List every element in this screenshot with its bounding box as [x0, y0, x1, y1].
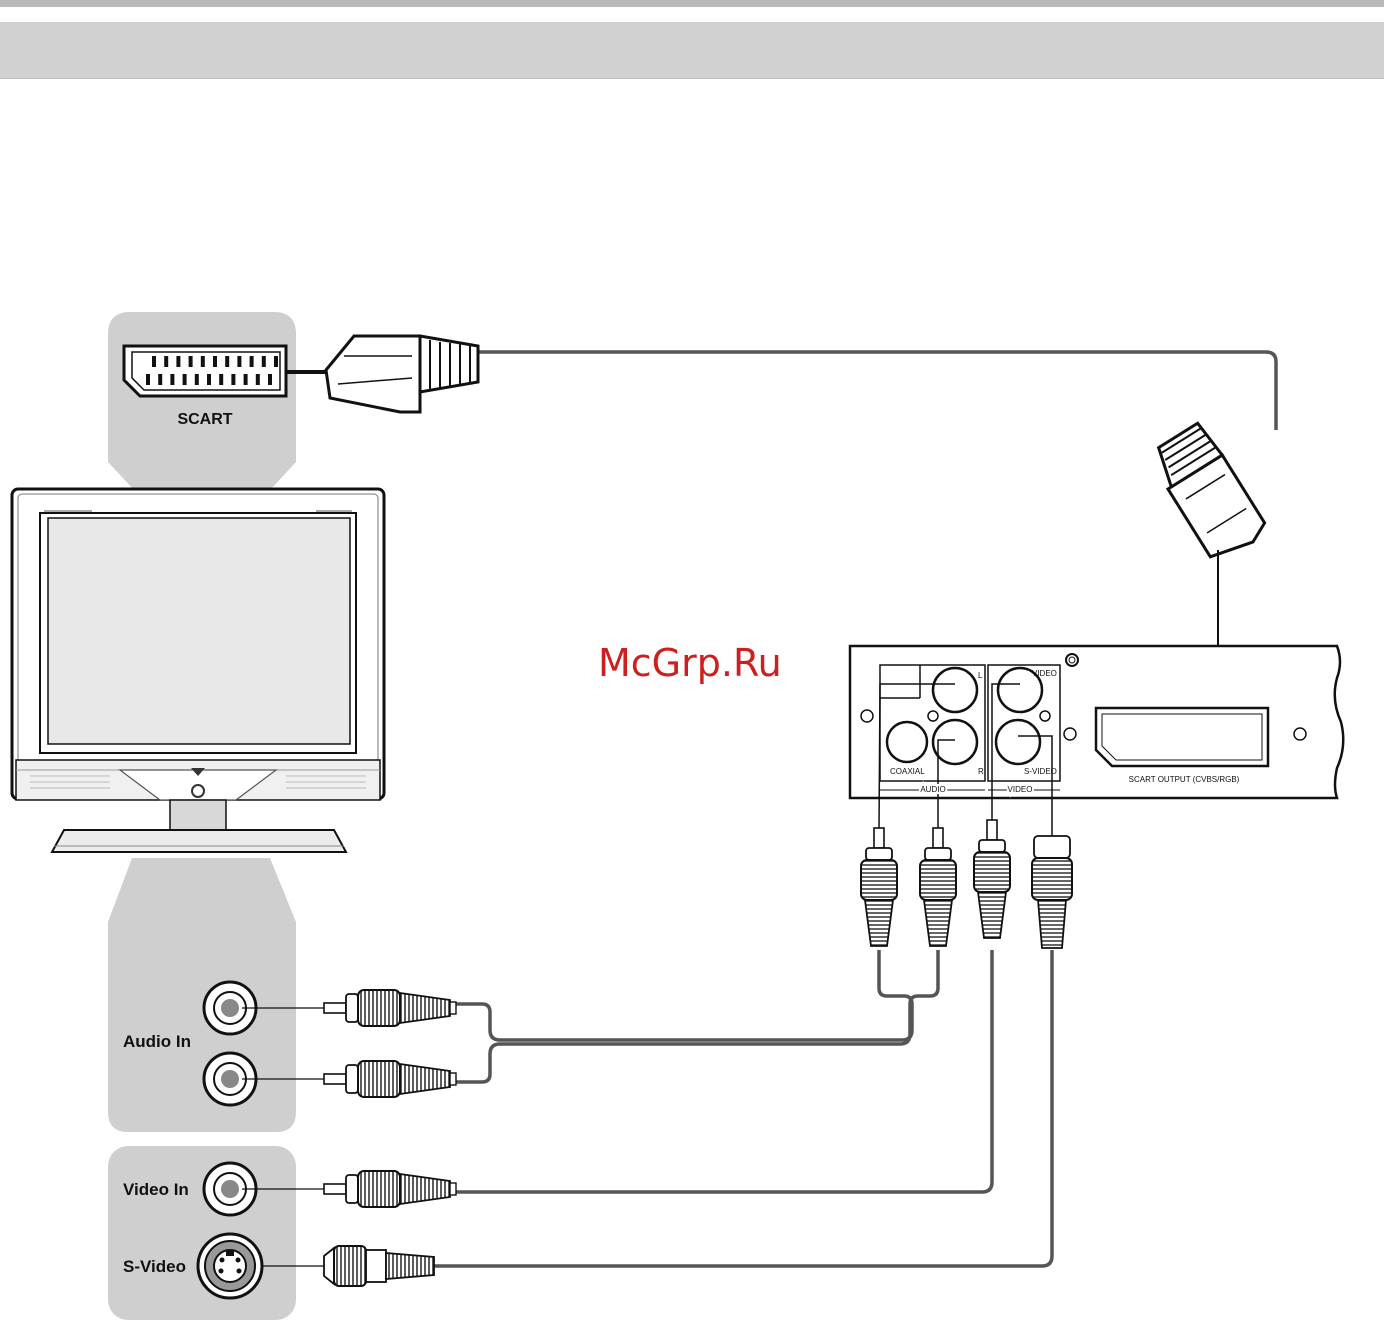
- watermark-text: McGrp.Ru: [598, 641, 782, 685]
- scart-pin: [146, 374, 150, 385]
- audio-panel: [108, 858, 296, 1132]
- scart-pin: [164, 356, 168, 367]
- scart-cable: [478, 352, 1276, 430]
- scart-pin: [158, 374, 162, 385]
- scart-pin: [176, 356, 180, 367]
- player-audio-group: AUDIO: [920, 785, 945, 794]
- scart-pin: [231, 374, 235, 385]
- video-plug: [324, 1171, 456, 1207]
- video-panel: [108, 1146, 296, 1320]
- scart-pin: [237, 356, 241, 367]
- scart-pin: [189, 356, 193, 367]
- tv-icon: [12, 489, 384, 852]
- audio-in-label: Audio In: [123, 1032, 191, 1051]
- audio-plug-upper: [324, 990, 456, 1026]
- player-coaxial: COAXIAL: [890, 767, 925, 776]
- audio-plug-lower: [324, 1061, 456, 1097]
- scart-pin: [152, 356, 156, 367]
- scart-pin: [225, 356, 229, 367]
- svideo-plug: [324, 1246, 434, 1286]
- scart-pin: [250, 356, 254, 367]
- scart-pin: [207, 374, 211, 385]
- scart-pin: [274, 356, 278, 367]
- video-in-label: Video In: [123, 1180, 189, 1199]
- scart-pin: [219, 374, 223, 385]
- scart-pin: [262, 356, 266, 367]
- cables: [434, 352, 1276, 1266]
- svideo-cable: [434, 950, 1052, 1266]
- audio-cable-right: [456, 950, 938, 1082]
- player-audio-plug-right: [920, 828, 956, 946]
- player-jack-L: L: [978, 671, 983, 680]
- scart-pin: [256, 374, 260, 385]
- player-audio-plug-left: [861, 828, 897, 946]
- scart-pin: [268, 374, 272, 385]
- scart-plug-tv: [326, 336, 478, 412]
- player-svideo-jack: S-VIDEO: [1024, 767, 1057, 776]
- scart-socket-icon: [124, 346, 286, 396]
- player-svideo-plug: [1032, 836, 1072, 948]
- scart-pin: [244, 374, 248, 385]
- scart-pin: [195, 374, 199, 385]
- scart-pin: [170, 374, 174, 385]
- player-video-jack: VIDEO: [1032, 669, 1057, 678]
- scart-panel: [108, 312, 296, 490]
- audio-cable-left: [456, 950, 912, 1040]
- svideo-in-jack: [198, 1234, 262, 1298]
- svideo-label: S-Video: [123, 1257, 186, 1276]
- player-video-plug: [974, 820, 1010, 938]
- scart-plug-player: [1147, 421, 1270, 565]
- player-video-group: VIDEO: [1008, 785, 1033, 794]
- scart-pin: [183, 374, 187, 385]
- player-scart-output: SCART OUTPUT (CVBS/RGB): [1129, 775, 1240, 784]
- video-cable: [456, 950, 992, 1192]
- player-jack-R: R: [978, 767, 984, 776]
- scart-pin: [201, 356, 205, 367]
- scart-pin: [213, 356, 217, 367]
- scart-label: SCART: [177, 411, 232, 428]
